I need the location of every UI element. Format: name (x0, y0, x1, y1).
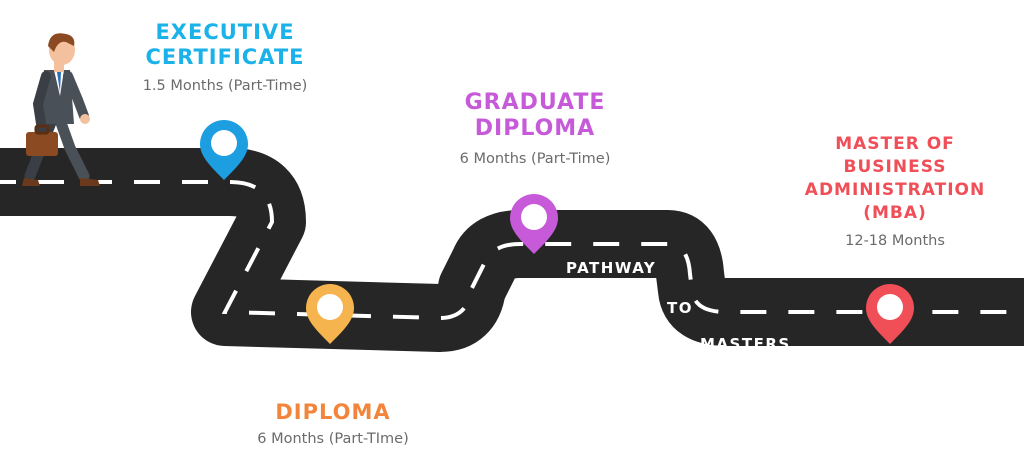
milestone-executive-certificate: EXECUTIVE CERTIFICATE 1.5 Months (Part-T… (110, 20, 340, 94)
road-text-masters: MASTERS (700, 335, 791, 353)
milestone-title: DIPLOMA (275, 400, 391, 424)
milestone-title: MASTER OF BUSINESS ADMINISTRATION (MBA) (804, 134, 986, 223)
businessman-icon (22, 33, 100, 186)
pin-executive-certificate (200, 120, 248, 180)
pin-diploma (306, 284, 354, 344)
milestone-duration: 6 Months (Part-TIme) (257, 431, 409, 448)
road-text-to: TO (667, 299, 693, 317)
pin-mba (866, 284, 914, 344)
milestone-duration: 12-18 Months (845, 232, 945, 249)
milestone-mba: MASTER OF BUSINESS ADMINISTRATION (MBA) … (780, 133, 1010, 249)
milestone-duration: 6 Months (Part-Time) (459, 150, 611, 167)
milestone-duration: 1.5 Months (Part-Time) (142, 78, 308, 95)
milestone-graduate-diploma: GRADUATE DIPLOMA 6 Months (Part-Time) (420, 90, 650, 167)
road-center-dashes (0, 180, 1024, 321)
pin-graduate-diploma (510, 194, 558, 254)
milestone-title: GRADUATE DIPLOMA (464, 90, 606, 142)
milestone-diploma: DIPLOMA 6 Months (Part-TIme) (218, 400, 448, 447)
road-text-pathway: PATHWAY (566, 259, 657, 277)
milestone-title: EXECUTIVE CERTIFICATE (145, 20, 305, 70)
